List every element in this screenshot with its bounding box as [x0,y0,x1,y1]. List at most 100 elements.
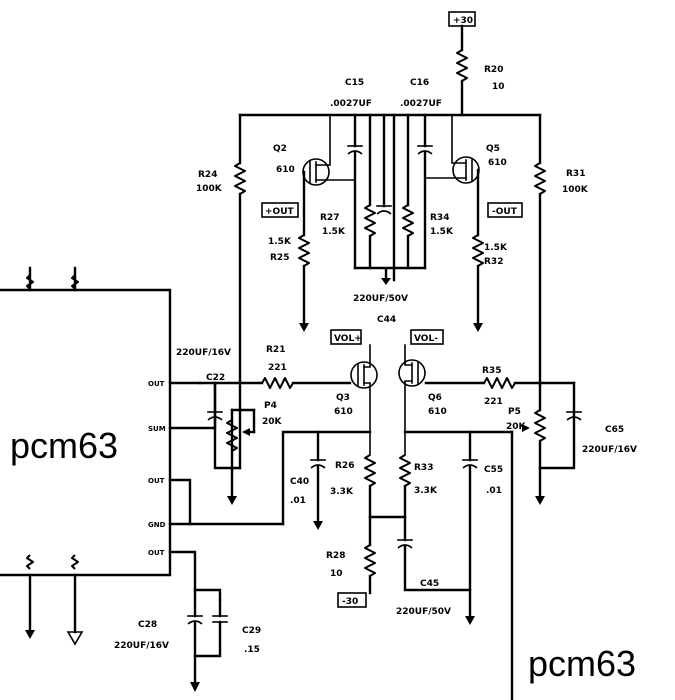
chip-pin-e: OUT [148,549,165,557]
r28-ref: R28 [326,551,345,561]
chip-pin-3-resistor [26,554,34,570]
chip-ground-arrow-1 [25,630,35,639]
transistor-q6 [398,344,426,456]
q5-ref: Q5 [486,144,500,154]
resistor-r34 [402,204,414,237]
q2-ref: Q2 [273,144,287,154]
vol-pos-label: VOL+ [334,334,362,344]
transistor-q3 [350,344,378,456]
r33-ref: R33 [414,463,433,473]
c44-value: 220UF/50V [353,294,408,304]
transistor-q5 [424,114,480,184]
resistor-r20 [456,49,468,82]
pos-out-tag [261,202,299,218]
c55-value: .01 [486,486,502,496]
chip-pin-c: OUT [148,477,165,485]
r32-ground-arrow [473,323,483,332]
negative-supply-terminal: -30 [337,592,367,608]
r20-ref: R20 [484,65,503,75]
transistor-q2 [302,114,356,186]
r34-ref: R34 [430,213,449,223]
p5-ref: P5 [508,407,521,417]
neg-out-label: -OUT [492,207,518,217]
chip-pin-d: GND [148,521,166,529]
p4-ground-arrow [227,496,237,505]
positive-supply-label: +30 [453,16,473,26]
r34-value: 1.5K [430,227,454,237]
c28-ref: C28 [138,620,157,630]
c40-ref: C40 [290,477,309,487]
c22-value: 220UF/16V [176,348,231,358]
c65-ref: C65 [605,425,624,435]
vol-pos-tag [330,329,362,345]
c22-ref: C22 [206,373,225,383]
vol-neg-tag [410,329,444,345]
r25-ref: R25 [270,253,289,263]
resistor-r26 [364,454,376,487]
capacitor-c65 [566,411,582,421]
resistor-r24 [234,162,246,195]
pot-p5 [534,409,546,442]
pot-p4 [226,419,238,452]
resistor-r21 [261,377,294,389]
resistor-r31 [534,162,546,195]
c29-ref: C29 [242,626,261,636]
c55-ref: C55 [484,465,503,475]
q2-type: 610 [276,165,295,175]
c15-ref: C15 [345,78,364,88]
q6-type: 610 [428,407,447,417]
q5-type: 610 [488,158,507,168]
c44-ground-arrow [381,278,391,285]
c16-ref: C16 [410,78,429,88]
c45-ref: C45 [420,579,439,589]
r31-ref: R31 [566,169,585,179]
r33-value: 3.3K [414,486,438,496]
r28-value: 10 [330,569,343,579]
c40-value: .01 [290,496,306,506]
pcm63-right-label: pcm63 [528,643,636,684]
pcm63-chip-left [0,288,172,577]
chip-pin-2-resistor [71,274,79,290]
c15-value: .0027UF [330,99,372,109]
vol-neg-label: VOL- [414,334,438,344]
c28-ground-arrow [190,682,200,692]
r25-ground-arrow [299,323,309,332]
resistor-r35 [483,377,516,389]
resistor-r25 [298,234,310,267]
r26-value: 3.3K [330,487,354,497]
r25-value: 1.5K [268,237,292,247]
r31-value: 100K [562,185,589,195]
resistor-r33 [399,454,411,487]
r24-value: 100K [196,184,223,194]
c16-value: .0027UF [400,99,442,109]
c29-value: .15 [244,645,260,655]
q6-ref: Q6 [428,393,442,403]
p5-value: 20K [506,422,527,432]
r26-ref: R26 [335,461,354,471]
capacitor-c44 [376,205,392,215]
pcm63-left-label: pcm63 [10,425,118,466]
c45-ground-arrow [465,616,475,625]
p5-ground-arrow [535,496,545,505]
chip-pin-b: SUM [148,425,166,433]
c44-ref: C44 [377,315,396,325]
pos-out-label: +OUT [265,207,295,217]
r32-ref: R32 [484,257,503,267]
q3-ref: Q3 [336,393,350,403]
p4-ref: P4 [264,401,277,411]
r27-ref: R27 [320,213,339,223]
r24-ref: R24 [198,170,217,180]
r35-ref: R35 [482,366,501,376]
negative-supply-label: -30 [342,597,358,607]
r27-value: 1.5K [322,227,346,237]
r32-value: 1.5K [484,243,508,253]
chip-pin-1-resistor [26,274,34,290]
r35-value: 221 [484,397,503,407]
r21-ref: R21 [266,345,285,355]
c45-value: 220UF/50V [396,607,451,617]
q3-type: 610 [334,407,353,417]
r20-value: 10 [492,82,505,92]
chip-pin-a: OUT [148,380,165,388]
positive-supply-terminal: +30 [448,11,476,27]
